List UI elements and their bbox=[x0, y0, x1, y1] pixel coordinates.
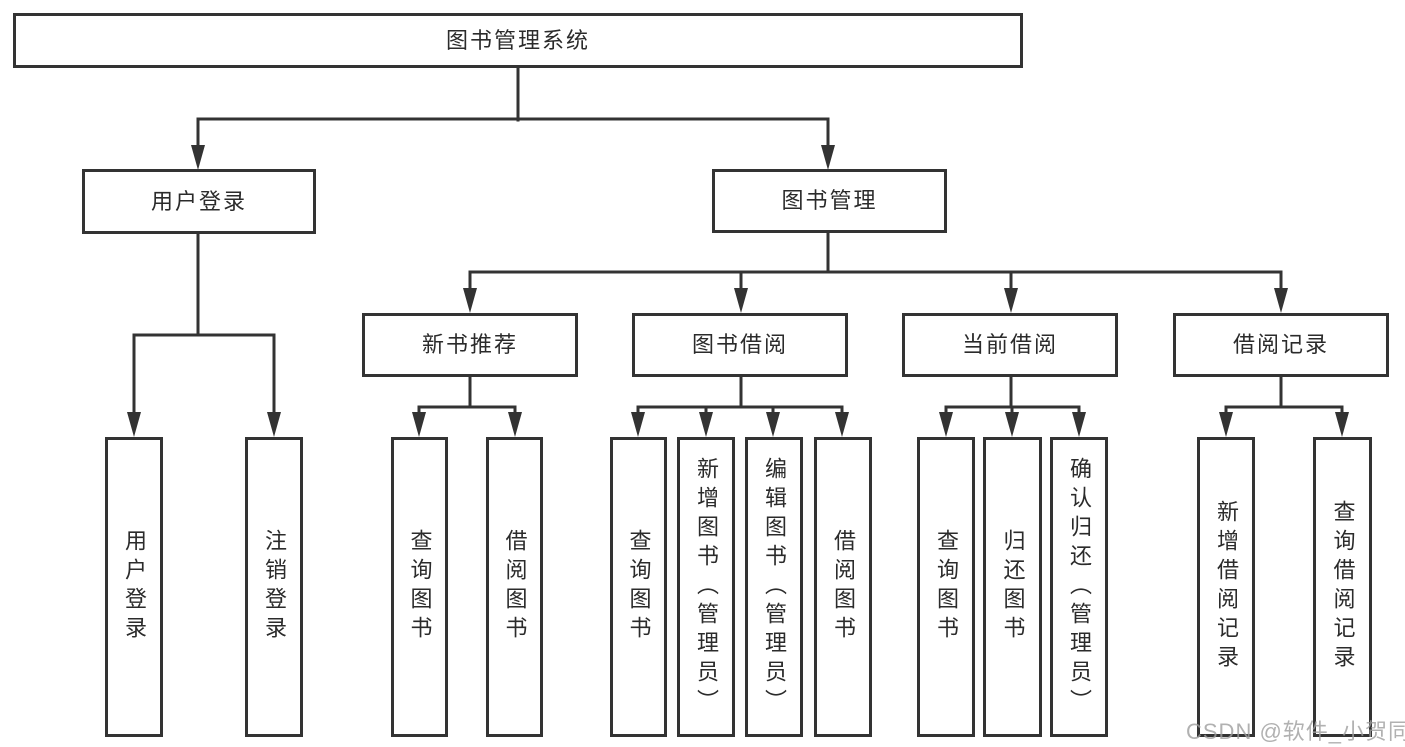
leaf-borrowing-borrow-books-label: 借阅图书 bbox=[831, 529, 856, 645]
node-book-management-label: 图书管理 bbox=[781, 188, 878, 213]
leaf-add-books-admin-label: 新增图书（管理员） bbox=[694, 456, 719, 718]
node-book-management: 图书管理 bbox=[712, 169, 947, 233]
leaf-user-login: 用户登录 bbox=[105, 437, 163, 737]
node-borrow-records: 借阅记录 bbox=[1173, 313, 1389, 377]
leaf-logout-label: 注销登录 bbox=[262, 529, 287, 645]
leaf-add-borrow-record: 新增借阅记录 bbox=[1197, 437, 1255, 737]
node-user-login: 用户登录 bbox=[82, 169, 316, 234]
leaf-borrowing-borrow-books: 借阅图书 bbox=[814, 437, 872, 737]
leaf-edit-books-admin-label: 编辑图书（管理员） bbox=[762, 456, 787, 718]
leaf-newbook-borrow-books-label: 借阅图书 bbox=[502, 529, 528, 645]
leaf-current-query-books-label: 查询图书 bbox=[934, 529, 959, 645]
node-borrow-records-label: 借阅记录 bbox=[1232, 332, 1329, 357]
node-root-system: 图书管理系统 bbox=[13, 13, 1023, 68]
leaf-query-borrow-record-label: 查询借阅记录 bbox=[1330, 500, 1356, 674]
leaf-add-borrow-record-label: 新增借阅记录 bbox=[1214, 500, 1239, 674]
node-user-login-label: 用户登录 bbox=[150, 188, 247, 214]
leaf-borrowing-query-books-label: 查询图书 bbox=[626, 529, 652, 645]
leaf-user-login-label: 用户登录 bbox=[122, 529, 147, 645]
node-book-borrowing-label: 图书借阅 bbox=[691, 332, 788, 357]
leaf-query-borrow-record: 查询借阅记录 bbox=[1313, 437, 1372, 737]
node-current-borrowing: 当前借阅 bbox=[902, 313, 1118, 377]
leaf-return-books-label: 归还图书 bbox=[1000, 529, 1026, 645]
node-root-label: 图书管理系统 bbox=[445, 27, 590, 53]
leaf-confirm-return-admin: 确认归还（管理员） bbox=[1050, 437, 1108, 737]
leaf-logout: 注销登录 bbox=[245, 437, 303, 737]
leaf-borrowing-query-books: 查询图书 bbox=[610, 437, 667, 737]
node-current-borrowing-label: 当前借阅 bbox=[961, 332, 1058, 357]
leaf-confirm-return-admin-label: 确认归还（管理员） bbox=[1067, 456, 1092, 718]
csdn-watermark: CSDN @软件_小贺同学 bbox=[1186, 719, 1405, 744]
node-new-book-recommend: 新书推荐 bbox=[362, 313, 578, 377]
leaf-current-query-books: 查询图书 bbox=[917, 437, 975, 737]
node-new-book-recommend-label: 新书推荐 bbox=[421, 332, 518, 357]
leaf-add-books-admin: 新增图书（管理员） bbox=[677, 437, 735, 737]
leaf-edit-books-admin: 编辑图书（管理员） bbox=[745, 437, 803, 737]
leaf-newbook-query-books: 查询图书 bbox=[391, 437, 448, 737]
leaf-newbook-borrow-books: 借阅图书 bbox=[486, 437, 543, 737]
leaf-return-books: 归还图书 bbox=[983, 437, 1042, 737]
node-book-borrowing: 图书借阅 bbox=[632, 313, 848, 377]
leaf-newbook-query-books-label: 查询图书 bbox=[407, 529, 433, 645]
